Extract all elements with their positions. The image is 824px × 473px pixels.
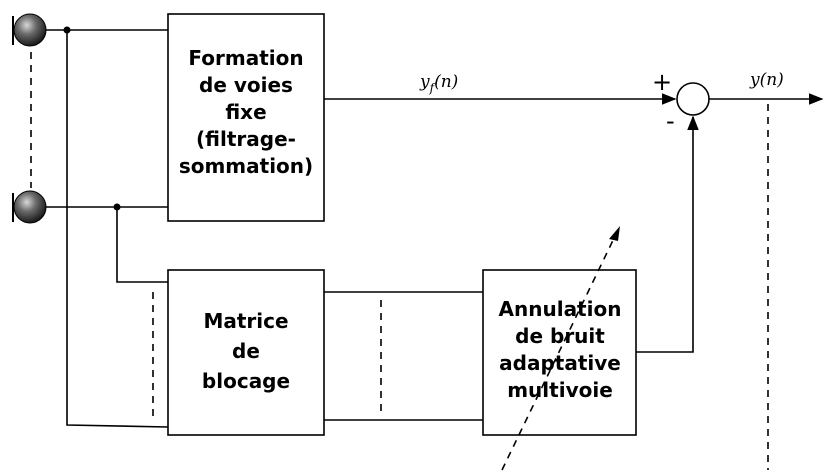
fixed-output-label: yf(n) <box>419 72 458 95</box>
beamformer-label-1: Formation <box>188 46 303 70</box>
blocking-matrix-label-2: de <box>232 339 260 363</box>
summer-minus-sign: - <box>666 107 675 135</box>
beamformer-block <box>167 13 325 222</box>
blocking-matrix-label-3: blocage <box>202 369 290 393</box>
mic-top-to-blocking-wire <box>66 30 169 428</box>
beamformer-label-2: de voies <box>199 73 293 97</box>
beamformer-label-5: sommation) <box>179 154 313 178</box>
microphone-icon-bottom <box>12 190 47 224</box>
output-label: y(n) <box>749 70 784 90</box>
blocking-matrix-block <box>167 269 325 436</box>
summing-junction <box>676 82 710 116</box>
canceller-output-arrow <box>636 115 699 353</box>
adaptation-arrow-head <box>609 226 620 241</box>
adaptive-canceller-label-1: Annulation <box>499 297 622 321</box>
mic-bottom-to-blocking-wire <box>116 207 168 283</box>
junction-dot-bottom <box>113 203 121 211</box>
summer-plus-sign: + <box>652 68 672 96</box>
blocking-matrix-label-1: Matrice <box>203 309 288 333</box>
adaptive-canceller-label-2: de bruit <box>515 324 605 348</box>
adaptive-canceller-label-3: adaptative <box>499 351 621 375</box>
adaptive-canceller-label-4: multivoie <box>507 378 613 402</box>
beamformer-label-3: fixe <box>225 100 266 124</box>
microphone-icon-top <box>12 13 47 47</box>
adaptation-arrow-line <box>501 231 618 471</box>
beamformer-label-4: (filtrage- <box>196 127 296 151</box>
junction-dot-top <box>63 26 71 34</box>
